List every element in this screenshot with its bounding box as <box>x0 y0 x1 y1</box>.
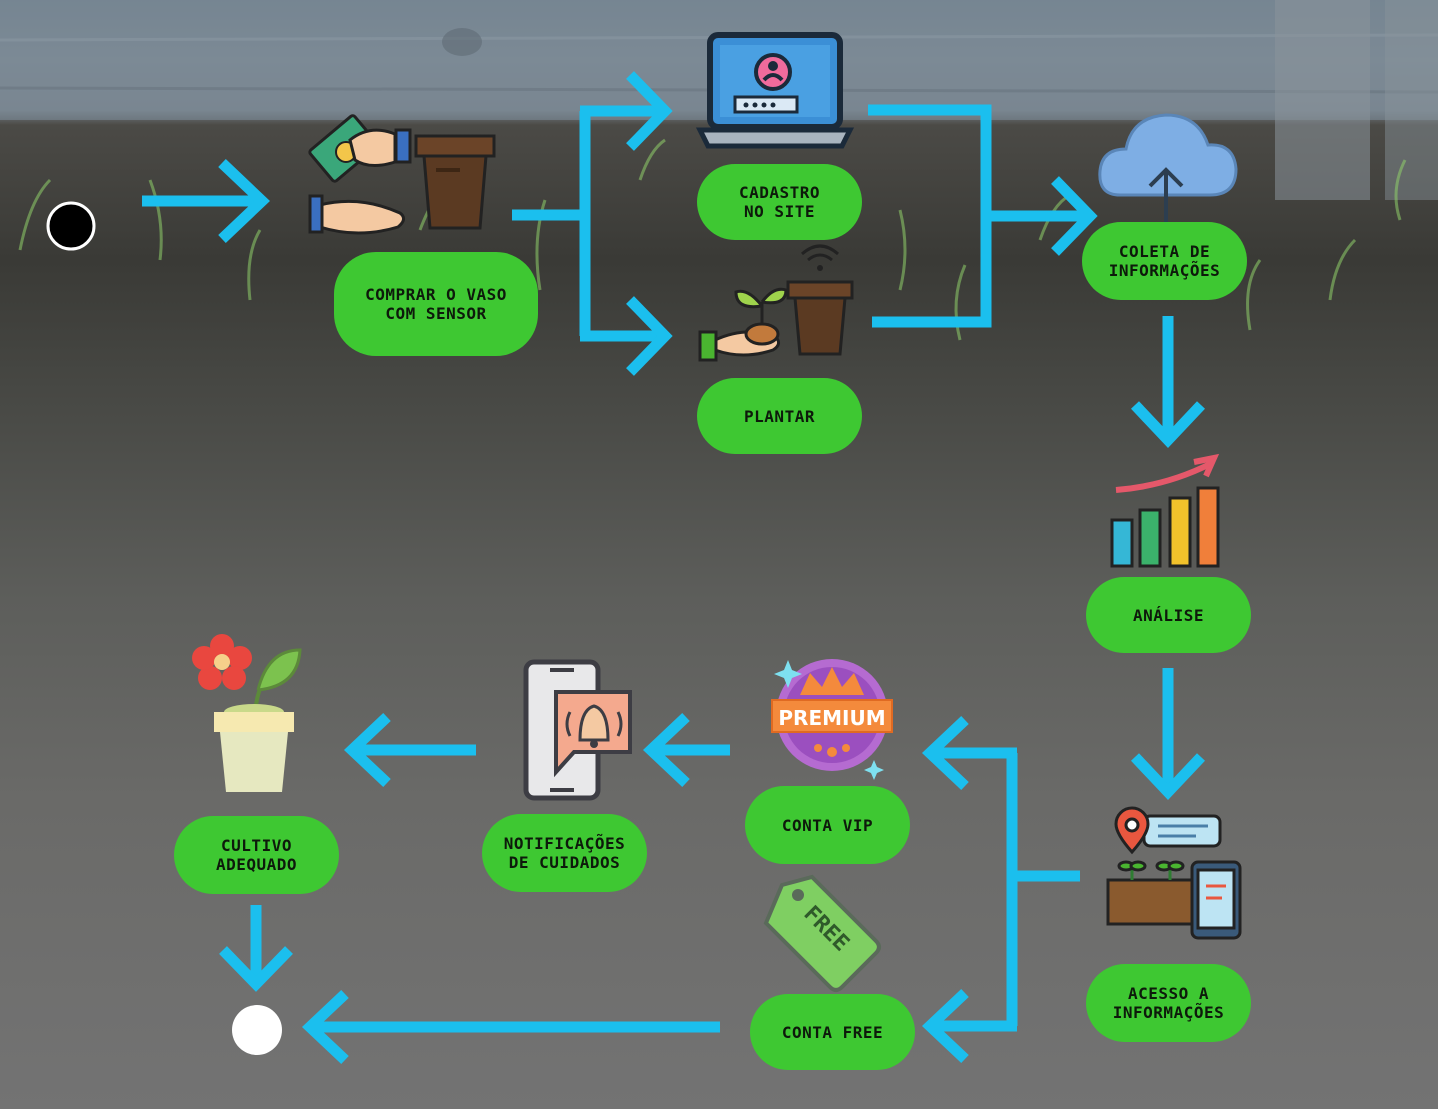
arrow-head <box>921 988 969 1064</box>
start-node <box>46 201 96 251</box>
free-tag-icon: FREE <box>763 874 881 992</box>
node-coleta-informacoes: COLETA DE INFORMAÇÕES <box>1082 222 1247 300</box>
node-conta-free: CONTA FREE <box>750 994 915 1070</box>
node-cultivo-adequado: CULTIVO ADEQUADO <box>174 816 339 894</box>
arrow-head <box>218 159 270 243</box>
node-plantar: PLANTAR <box>697 378 862 454</box>
cloud-upload-icon <box>1098 113 1238 222</box>
arrow-head <box>219 946 293 992</box>
phone-notification-icon <box>523 659 632 801</box>
location-phone-garden-icon <box>1106 806 1242 940</box>
arrow-head <box>626 296 673 376</box>
arrow-head <box>642 712 690 788</box>
premium-badge-label: PREMIUM <box>778 706 885 730</box>
arrow-head <box>921 715 969 791</box>
money-hand-pot-icon <box>308 114 496 235</box>
arrow-head <box>626 71 673 151</box>
end-node <box>232 1005 282 1055</box>
flower-pot-icon <box>192 634 302 792</box>
node-comprar-vaso: COMPRAR O VASO COM SENSOR <box>334 252 538 356</box>
growth-chart-icon <box>1110 453 1220 568</box>
node-cadastro-site: CADASTRO NO SITE <box>697 164 862 240</box>
arrow-head <box>1130 753 1206 801</box>
node-acesso-informacoes: ACESSO A INFORMAÇÕES <box>1086 964 1251 1042</box>
premium-badge-icon: PREMIUM <box>771 659 893 780</box>
arrow-head <box>301 989 349 1065</box>
arrow-head <box>1130 401 1206 449</box>
node-notificacoes-cuidados: NOTIFICAÇÕES DE CUIDADOS <box>482 814 647 892</box>
arrow-head <box>343 712 391 788</box>
hand-seedling-pot-icon <box>698 244 854 362</box>
node-conta-vip: CONTA VIP <box>745 786 910 864</box>
laptop-login-icon <box>695 32 855 149</box>
node-analise: ANÁLISE <box>1086 577 1251 653</box>
arrow-head <box>1051 176 1098 256</box>
